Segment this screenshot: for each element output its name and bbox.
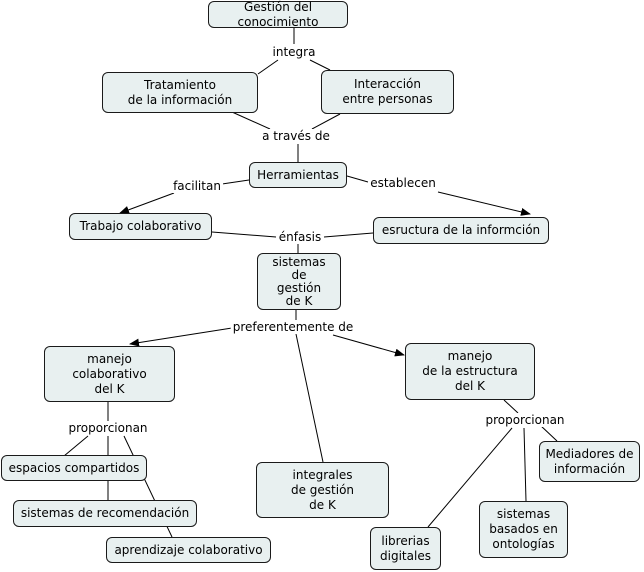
link-integra-tratamiento [257, 59, 279, 75]
link-manejo-estructura-proporcionan [503, 399, 519, 414]
concept-manejo-colaborativo[interactable]: manejo colaborativo del K [44, 346, 175, 402]
concept-mediadores-informacion[interactable]: Mediadores de información [539, 441, 640, 482]
concept-espacios-compartidos[interactable]: espacios compartidos [1, 455, 147, 481]
link-label-enfasis: énfasis [276, 230, 324, 244]
concept-librerias-digitales[interactable]: librerias digitales [370, 527, 441, 570]
concept-manejo-estructura[interactable]: manejo de la estructura del K [405, 343, 535, 400]
link-prop-mediadores [539, 424, 558, 442]
link-facilitan-trabajo [119, 192, 175, 214]
link-prop-espacios [63, 435, 89, 457]
link-prop-ontologias [523, 427, 527, 502]
concept-interaccion-personas[interactable]: Interacción entre personas [321, 70, 454, 114]
concept-estructura-informacion[interactable]: esructura de la informción [373, 217, 549, 244]
concept-sistemas-recomendacion[interactable]: sistemas de recomendación [13, 500, 197, 527]
link-herramientas-establecen [346, 175, 369, 183]
link-interaccion-atraves [311, 113, 341, 130]
link-label-facilitan: facilitan [171, 179, 223, 193]
concept-tratamiento-informacion[interactable]: Tratamiento de la información [102, 72, 258, 113]
link-establecen-estructura [437, 191, 531, 216]
link-label-proporcionan-left: proporcionan [66, 421, 150, 435]
link-label-integra: integra [270, 45, 318, 59]
link-estructura-enfasis [323, 232, 374, 238]
concept-trabajo-colaborativo[interactable]: Trabajo colaborativo [69, 213, 212, 240]
concept-integrales-gestion[interactable]: integrales de gestión de K [256, 462, 389, 518]
concept-gestion-conocimiento[interactable]: Gestión del conocimiento [208, 0, 348, 29]
link-label-preferentemente-de: preferentemente de [230, 320, 356, 334]
link-label-establecen: establecen [368, 176, 438, 190]
link-pref-integrales [295, 333, 324, 463]
link-trabajo-enfasis [211, 231, 277, 238]
concept-sistemas-gestion[interactable]: sistemas de gestión de K [257, 253, 341, 310]
link-pref-manejo-colab [129, 327, 233, 347]
link-label-proporcionan-right: proporcionan [483, 413, 567, 427]
link-integra-interaccion [309, 59, 331, 71]
concept-herramientas[interactable]: Herramientas [249, 162, 347, 188]
concept-sistemas-ontologias[interactable]: sistemas basados en ontologías [479, 501, 568, 558]
link-prop-librerias [427, 427, 513, 528]
link-tratamiento-atraves [231, 111, 271, 130]
link-herramientas-facilitan [221, 179, 250, 185]
concept-aprendizaje-colaborativo[interactable]: aprendizaje colaborativo [106, 537, 271, 563]
link-pref-manejo-estructura [332, 334, 405, 357]
link-label-a-traves-de: a través de [260, 129, 332, 143]
